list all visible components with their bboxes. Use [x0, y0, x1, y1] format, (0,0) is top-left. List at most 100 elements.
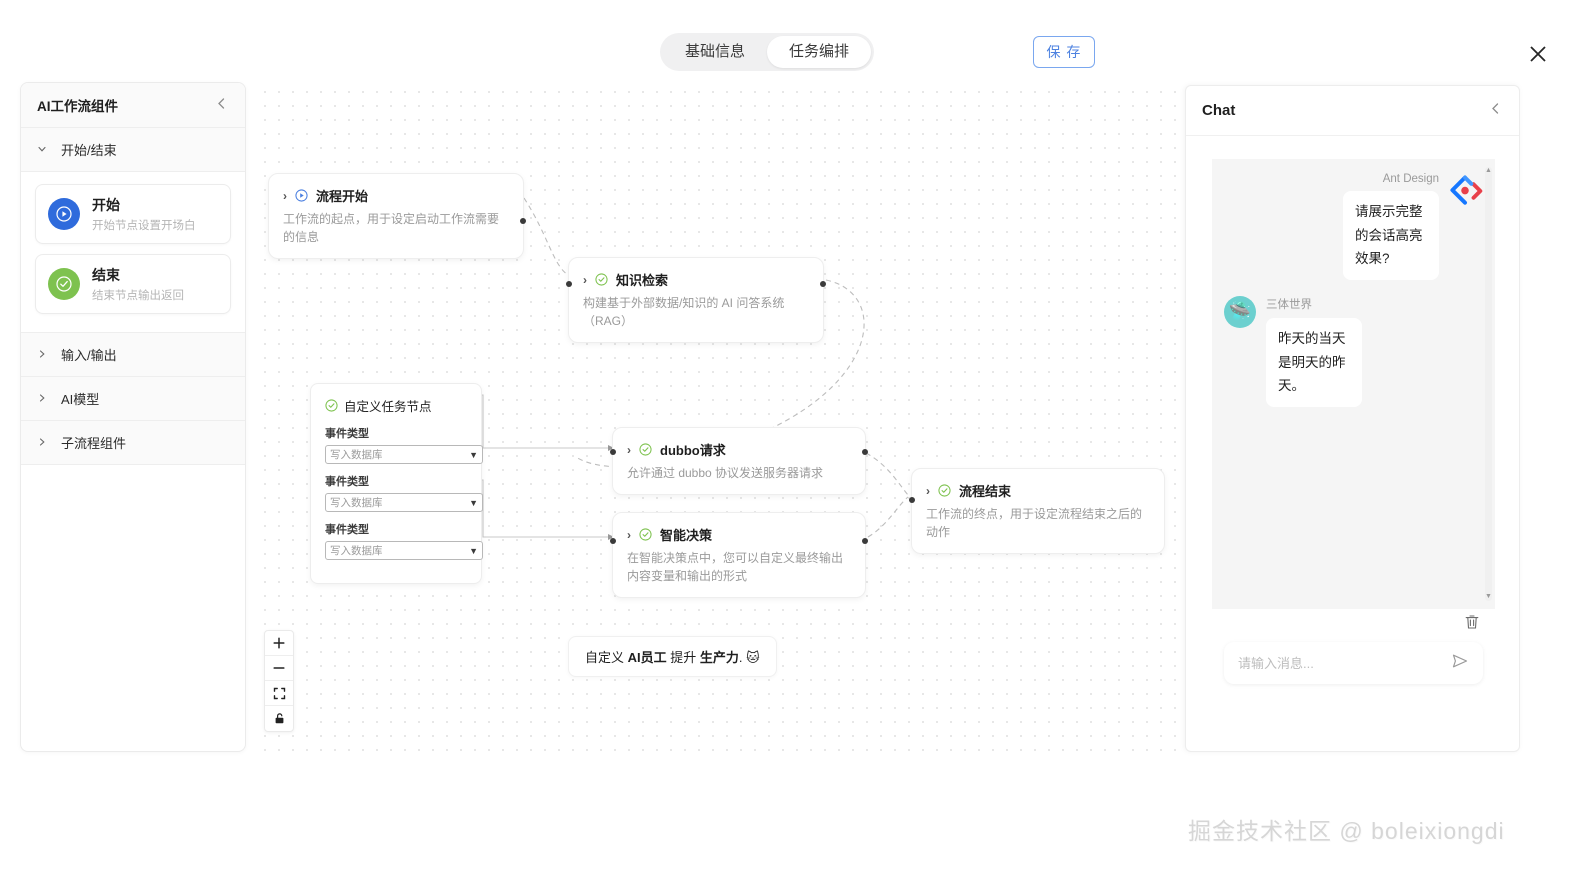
component-card-end[interactable]: 结束 结束节点输出返回: [35, 254, 231, 314]
component-name: 结束: [92, 267, 120, 283]
chat-message-list[interactable]: Ant Design 请展示完整的会话高亮效果? 🛸 三体世界 昨天的当天是明天…: [1212, 159, 1495, 609]
node-input-port[interactable]: [610, 449, 616, 455]
sidebar-group-label: 开始/结束: [61, 143, 117, 158]
components-sidebar: AI工作流组件 开始/结束 开始 开始节点设置开场白: [20, 82, 246, 752]
event-type-select-value-2: 写入数据库: [330, 497, 383, 509]
close-icon[interactable]: [1527, 43, 1549, 65]
note-bold-productivity: 生产力: [699, 650, 739, 665]
node-input-port[interactable]: [610, 538, 616, 544]
save-button[interactable]: 保 存: [1033, 36, 1095, 68]
chat-panel: Chat Ant Design 请展示完整的会话高亮效果? �: [1185, 85, 1520, 752]
tab-task-orchestration[interactable]: 任务编排: [767, 36, 872, 68]
scroll-up-arrow-icon[interactable]: ▲: [1485, 167, 1492, 174]
event-type-select-value-3: 写入数据库: [330, 545, 383, 557]
scroll-down-arrow-icon[interactable]: ▼: [1485, 593, 1492, 600]
node-title: dubbo请求: [660, 443, 726, 458]
task-node-title: 自定义任务节点: [344, 400, 432, 414]
node-output-port[interactable]: [862, 538, 868, 544]
canvas-controls: [264, 630, 294, 732]
watermark: 掘金技术社区 @ boleixiongdi: [1188, 818, 1505, 844]
message-sender-name: Ant Design: [1382, 173, 1439, 185]
check-circle-icon: [639, 443, 652, 456]
chevron-right-icon: [37, 392, 47, 406]
chat-scrollbar[interactable]: ▲ ▼: [1485, 167, 1492, 601]
node-title: 流程结束: [959, 484, 1012, 499]
note-suffix: .: [738, 650, 747, 665]
event-type-select-value-1: 写入数据库: [330, 449, 383, 461]
canvas-node-end[interactable]: › 流程结束 工作流的终点，用于设定流程结束之后的动作: [909, 468, 1165, 554]
event-type-select-3[interactable]: 写入数据库 ▼: [325, 541, 483, 560]
canvas-node-dubbo-request[interactable]: › dubbo请求 允许通过 dubbo 协议发送服务器请求: [610, 427, 868, 495]
chat-message-user: Ant Design 请展示完整的会话高亮效果?: [1224, 173, 1483, 280]
zoom-out-icon[interactable]: [265, 656, 293, 681]
ufo-avatar: 🛸: [1224, 295, 1256, 328]
sidebar-header: AI工作流组件: [21, 83, 245, 128]
event-type-select-2[interactable]: 写入数据库 ▼: [325, 493, 483, 512]
sidebar-group-start-end[interactable]: 开始/结束: [21, 128, 245, 172]
view-segmented-control[interactable]: 基础信息 任务编排: [660, 33, 875, 71]
node-title: 智能决策: [660, 528, 713, 543]
field-label-event-type-2: 事件类型: [325, 476, 369, 488]
node-output-port[interactable]: [520, 218, 526, 224]
chevron-right-icon: [37, 436, 47, 450]
node-output-port[interactable]: [862, 449, 868, 455]
node-input-port[interactable]: [909, 497, 915, 503]
node-description: 允许通过 dubbo 协议发送服务器请求: [627, 466, 824, 480]
component-name: 开始: [92, 197, 120, 213]
canvas-note-node[interactable]: 自定义 AI员工 提升 生产力. 🐱: [568, 636, 777, 677]
check-circle-icon: [48, 268, 80, 300]
node-header: › 流程开始: [283, 186, 509, 205]
chevron-down-icon: ▼: [469, 449, 478, 460]
chevron-right-icon[interactable]: ›: [583, 272, 587, 287]
canvas-node-smart-decision[interactable]: › 智能决策 在智能决策点中，您可以自定义最终输出内容变量和输出的形式: [610, 512, 868, 598]
sidebar-collapsed-groups: 输入/输出 AI模型 子流程组件: [21, 332, 245, 465]
note-middle: 提升: [666, 650, 700, 665]
ant-design-logo-icon: [1450, 175, 1483, 205]
canvas-node-knowledge-retrieval[interactable]: › 知识检索 构建基于外部数据/知识的 AI 问答系统（RAG）: [566, 257, 826, 343]
component-card-start[interactable]: 开始 开始节点设置开场白: [35, 184, 231, 244]
chevron-down-icon: ▼: [469, 497, 478, 508]
field-label-event-type-3: 事件类型: [325, 524, 369, 536]
note-bold-ai-staff: AI员工: [627, 650, 667, 665]
task-node-header: 自定义任务节点: [325, 396, 467, 415]
fit-view-icon[interactable]: [265, 681, 293, 706]
check-circle-icon: [639, 528, 652, 541]
zoom-in-icon[interactable]: [265, 631, 293, 656]
node-title: 流程开始: [316, 189, 369, 204]
lock-icon[interactable]: [265, 706, 293, 731]
node-header: › dubbo请求: [627, 440, 851, 459]
message-bubble: 请展示完整的会话高亮效果?: [1343, 191, 1439, 280]
node-header: › 智能决策: [627, 525, 851, 544]
tab-basic-info[interactable]: 基础信息: [685, 43, 746, 60]
check-circle-icon: [325, 399, 338, 412]
message-bubble: 昨天的当天是明天的昨天。: [1266, 317, 1362, 407]
chat-footer: [1212, 609, 1495, 684]
node-output-port[interactable]: [820, 281, 826, 287]
message-content-column: Ant Design 请展示完整的会话高亮效果?: [1343, 173, 1439, 280]
node-description: 构建基于外部数据/知识的 AI 问答系统（RAG）: [583, 296, 785, 328]
sidebar-group-subflow[interactable]: 子流程组件: [21, 421, 245, 465]
chat-collapse-icon[interactable]: [1488, 101, 1503, 120]
trash-icon[interactable]: [1463, 613, 1481, 636]
message-sender-name: 三体世界: [1266, 298, 1312, 311]
chat-actions-row: [1212, 609, 1495, 642]
chat-input[interactable]: [1238, 655, 1443, 671]
cat-emoji-icon: 🐱: [746, 650, 760, 665]
sidebar-group-input-output[interactable]: 输入/输出: [21, 333, 245, 377]
chevron-right-icon[interactable]: ›: [926, 483, 930, 498]
node-header: › 知识检索: [583, 270, 809, 289]
event-type-select-1[interactable]: 写入数据库 ▼: [325, 445, 483, 464]
chevron-right-icon[interactable]: ›: [627, 442, 631, 457]
canvas-node-start[interactable]: › 流程开始 工作流的起点，用于设定启动工作流需要的信息: [268, 173, 526, 259]
chat-input-container[interactable]: [1224, 642, 1483, 684]
chevron-down-icon: ▼: [469, 545, 478, 556]
send-icon[interactable]: [1451, 652, 1469, 675]
chevron-right-icon[interactable]: ›: [283, 188, 287, 203]
check-circle-icon: [595, 273, 608, 286]
canvas-node-custom-task[interactable]: 自定义任务节点 事件类型 写入数据库 ▼ 事件类型 写入数据库 ▼ 事件类型 写…: [310, 383, 483, 584]
sidebar-collapse-icon[interactable]: [214, 96, 229, 115]
chevron-right-icon[interactable]: ›: [627, 527, 631, 542]
sidebar-group-ai-model[interactable]: AI模型: [21, 377, 245, 421]
sidebar-title: AI工作流组件: [37, 99, 118, 114]
node-input-port[interactable]: [566, 281, 572, 287]
